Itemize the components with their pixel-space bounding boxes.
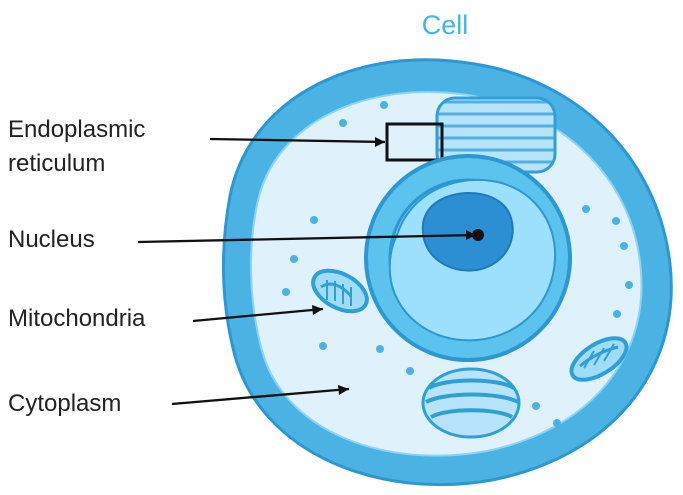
golgi-apparatus-shape [423, 369, 519, 437]
nucleus-shape [366, 156, 570, 360]
